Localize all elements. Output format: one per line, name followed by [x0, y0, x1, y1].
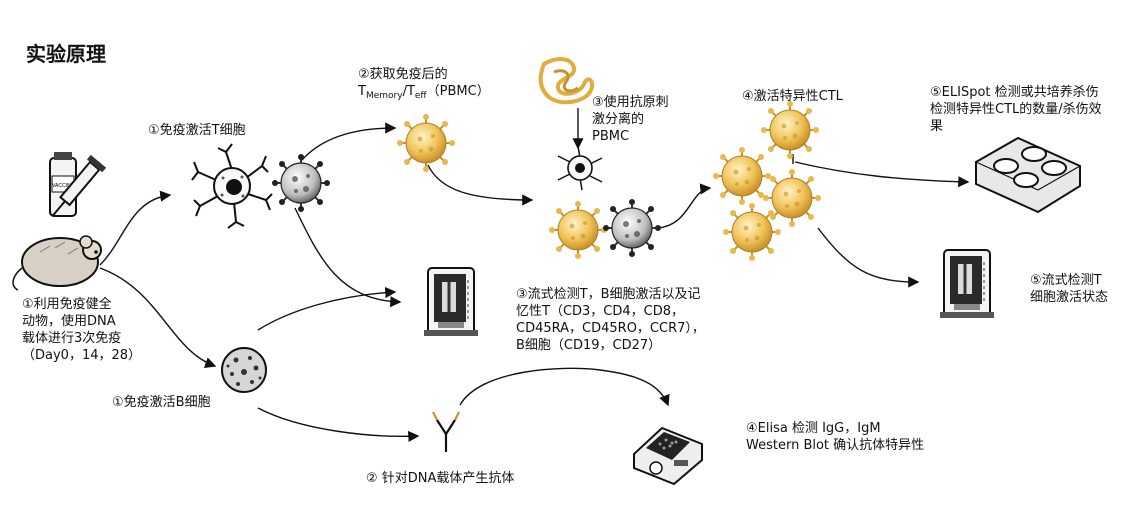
flow-main-line: ③流式检测T，B细胞激活以及记 [516, 287, 701, 302]
elisa-reader-icon [633, 426, 703, 486]
vaccine-vial-and-syringe-icon: VACCINE [49, 152, 107, 218]
b-cell-icon [221, 347, 267, 393]
pbmc-memory-sub: Memory [365, 91, 403, 101]
virus-icon [762, 168, 822, 228]
virus-icon [602, 198, 662, 258]
virus-icon [271, 153, 331, 213]
elispot-line: ⑤ELISpot 检测或共培养杀伤 [930, 85, 1099, 100]
elispot-line: 检测特异性CTL的数量/杀伤效 [930, 102, 1102, 117]
well-plate-icon [975, 136, 1081, 214]
elisa-line: Western Blot 确认抗体特异性 [746, 438, 925, 453]
dendritic-cell-icon [191, 143, 273, 229]
pbmc-t: T [358, 84, 366, 99]
antibody-label: ② 针对DNA载体产生抗体 [366, 471, 515, 486]
flow-right-line: 细胞激活状态 [1030, 290, 1109, 305]
antibody-icon [432, 411, 460, 452]
elisa-line: ④Elisa 检测 IgG，IgM [746, 421, 881, 436]
antigen-line: PBMC [592, 129, 630, 144]
immunize-line: 动物，使用DNA [22, 314, 116, 329]
svg-text:VACCINE: VACCINE [52, 183, 75, 189]
flow-cytometer-icon [422, 266, 480, 338]
virus-icon [760, 100, 820, 160]
pbmc-paren: （PBMC） [426, 84, 490, 99]
immunize-line: （Day0，14，28） [22, 348, 142, 363]
flow-cytometer-icon [938, 248, 996, 320]
pbmc-eff-sub: eff [414, 91, 427, 101]
flow-main-line: CD45RA，CD45RO，CCR7）， [516, 321, 705, 336]
ctl-label: ④激活特异性CTL [742, 89, 843, 104]
elispot-label: ⑤ELISpot 检测或共培养杀伤 检测特异性CTL的数量/杀伤效 果 [930, 84, 1102, 135]
antigen-protein-icon [538, 57, 595, 105]
elispot-line: 果 [930, 119, 944, 134]
virus-icon [396, 113, 456, 173]
flow-right-line: ⑤流式检测T [1030, 273, 1102, 288]
elisa-label: ④Elisa 检测 IgG，IgM Western Blot 确认抗体特异性 [746, 420, 924, 454]
t-cell-activation-label: ①免疫激活T细胞 [148, 123, 246, 138]
flow-right-label: ⑤流式检测T 细胞激活状态 [1030, 272, 1108, 306]
dendritic-cell-icon [557, 145, 603, 191]
flow-main-line: 忆性T（CD3，CD4，CD8， [516, 304, 685, 319]
flow-arrows [99, 108, 970, 443]
virus-icon [712, 146, 772, 206]
antigen-line: 激分离的 [592, 112, 645, 127]
antigen-line: ③使用抗原刺 [592, 95, 669, 110]
flow-main-line: B细胞（CD19，CD27） [516, 338, 662, 353]
immunize-line: ①利用免疫健全 [22, 297, 112, 312]
b-cell-activation-label: ①免疫激活B细胞 [112, 395, 211, 410]
virus-icon [722, 202, 782, 262]
pbmc-eff: /T [402, 84, 415, 99]
antigen-label: ③使用抗原刺 激分离的 PBMC [592, 94, 669, 145]
flow-main-label: ③流式检测T，B细胞激活以及记 忆性T（CD3，CD4，CD8， CD45RA，… [516, 286, 705, 354]
immunize-line: 载体进行3次免疫 [22, 331, 122, 346]
immunize-label: ①利用免疫健全 动物，使用DNA 载体进行3次免疫 （Day0，14，28） [22, 296, 141, 364]
virus-icon [548, 200, 608, 260]
pbmc-line: ②获取免疫后的 [358, 67, 448, 82]
pbmc-label: ②获取免疫后的 TMemory/Teff（PBMC） [358, 66, 490, 105]
pbmc-line: TMemory/Teff（PBMC） [358, 83, 490, 105]
mouse-icon [12, 235, 102, 291]
page-title: 实验原理 [26, 42, 106, 66]
